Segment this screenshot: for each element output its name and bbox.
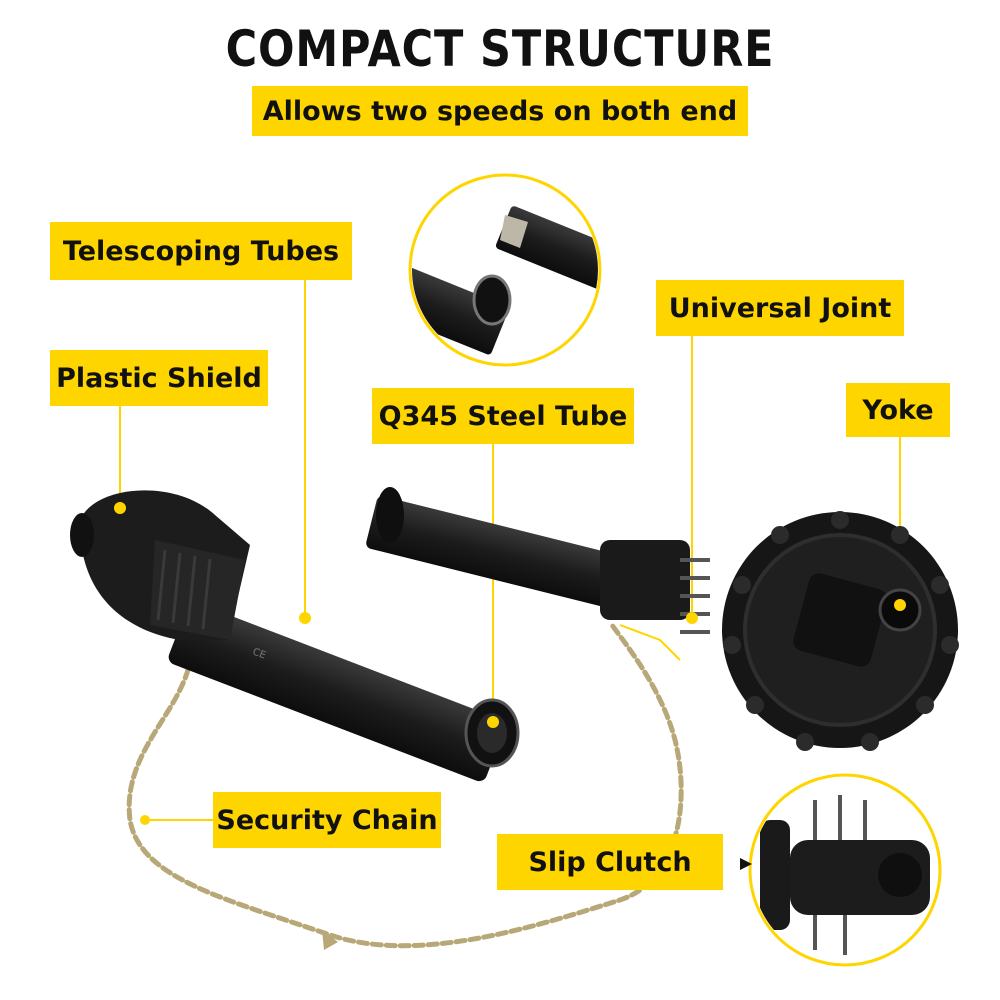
telescoping-tube [168, 602, 506, 782]
callout-dots [114, 502, 906, 825]
right-shaft [366, 487, 959, 751]
page-title: COMPACT STRUCTURE [225, 20, 775, 78]
callout-universal-joint: Universal Joint [656, 280, 904, 336]
callout-slip-clutch: Slip Clutch [497, 834, 723, 890]
callout-q345-steel-tube: Q345 Steel Tube [372, 388, 634, 444]
callout-telescoping-tubes: Telescoping Tubes [50, 222, 352, 280]
steel-tube [366, 496, 630, 610]
tube-detail-inset [408, 173, 602, 367]
callout-security-chain: Security Chain [213, 792, 441, 848]
clutch-bolts [723, 511, 959, 751]
shaft-marking: CE [251, 647, 267, 662]
callout-yoke: Yoke [846, 383, 950, 437]
left-shaft: CE [70, 490, 520, 782]
security-chain [126, 622, 684, 949]
chain-hook [322, 930, 338, 950]
subtitle-banner: Allows two speeds on both end [252, 86, 748, 136]
callout-plastic-shield: Plastic Shield [50, 350, 268, 406]
clutch-detail-inset [740, 773, 942, 967]
